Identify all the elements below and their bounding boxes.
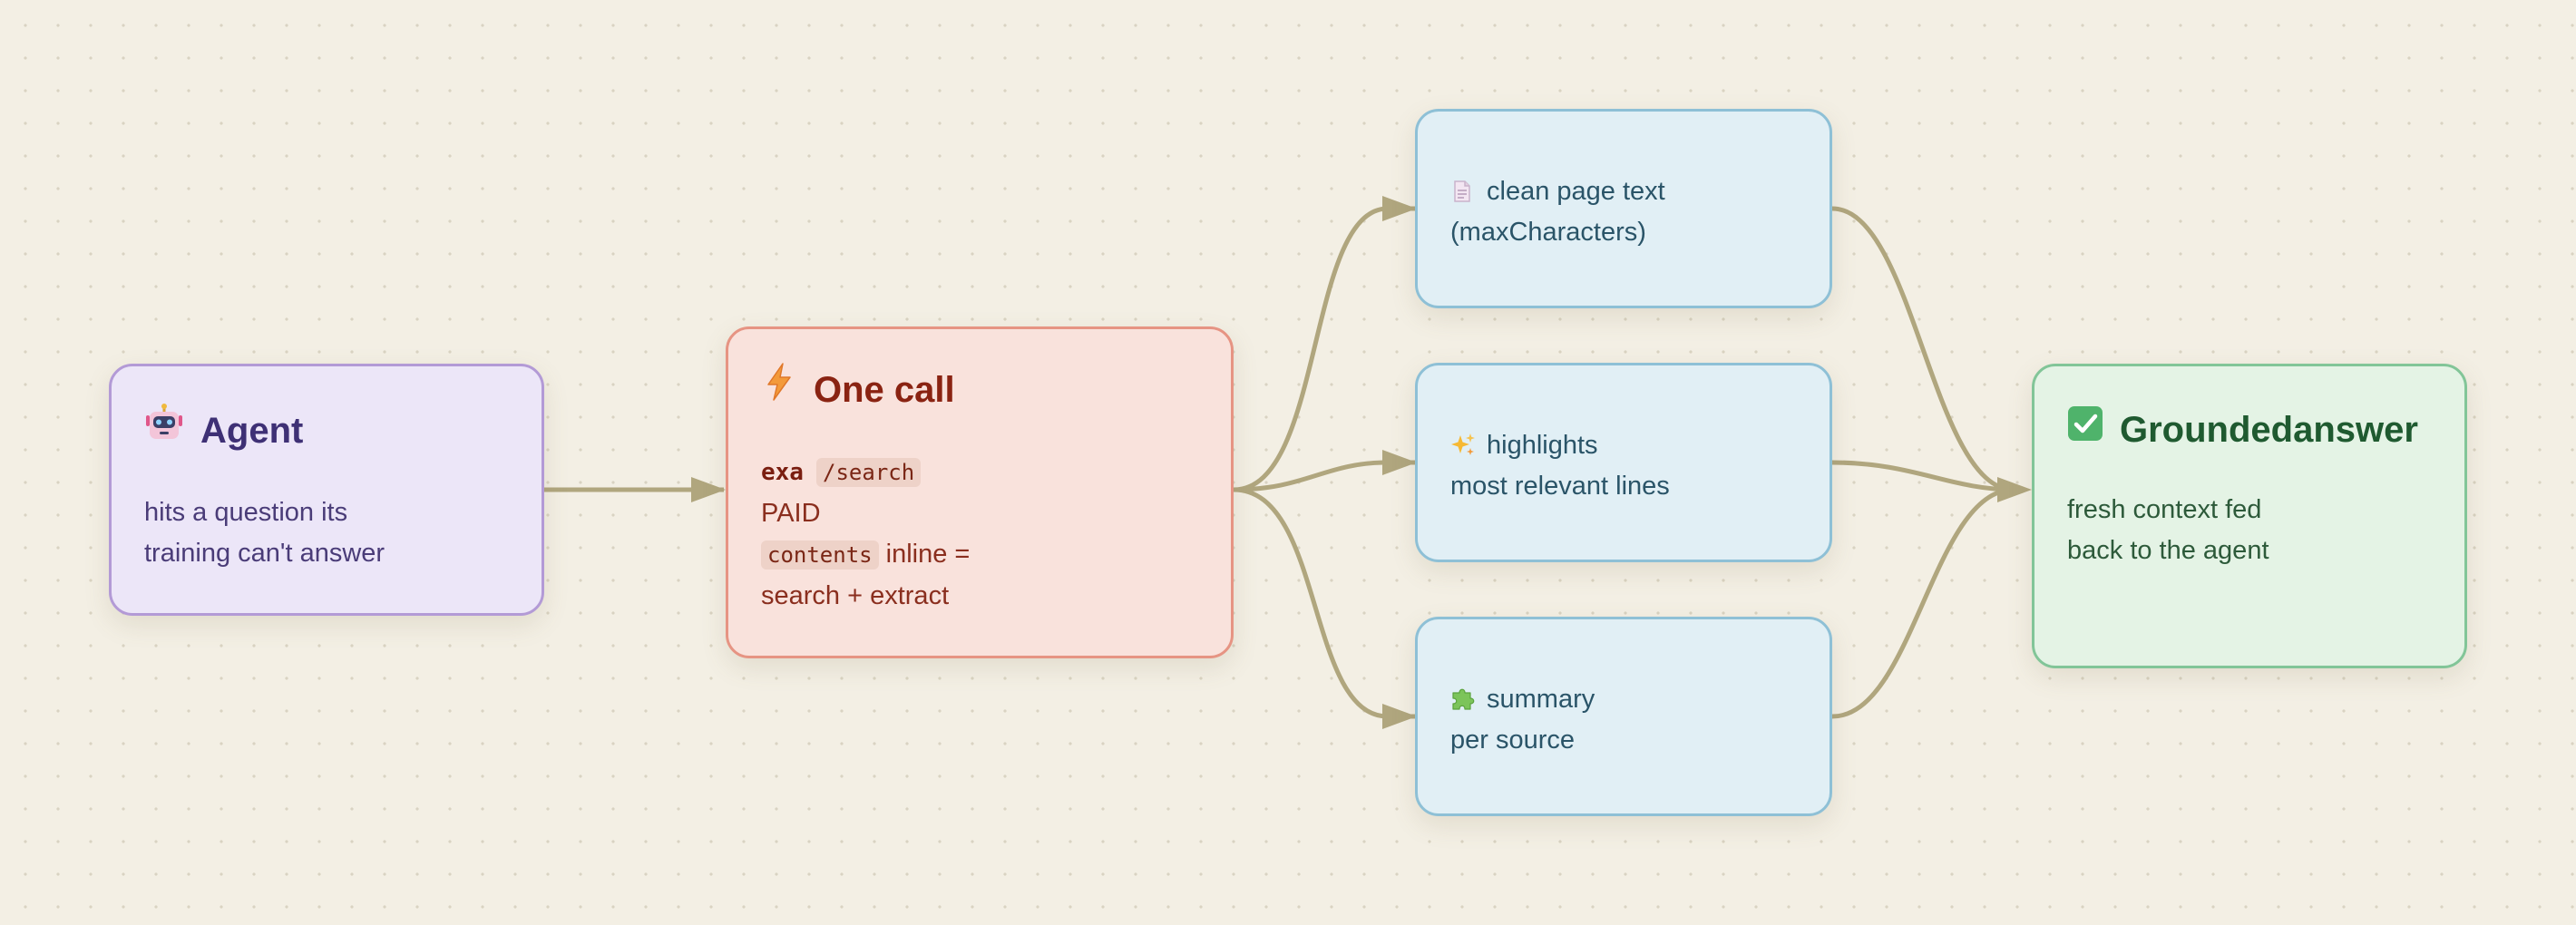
- exa-label: exa: [761, 459, 804, 486]
- endpoint-code: /search: [816, 458, 922, 487]
- grounded-answer-node[interactable]: Grounded answer fresh context fed back t…: [2032, 364, 2467, 668]
- summary-content: summary per source: [1450, 679, 1797, 761]
- highlights-content: highlights most relevant lines: [1450, 425, 1797, 507]
- clean-text-line2: (maxCharacters): [1450, 218, 1646, 247]
- robot-icon: [144, 403, 184, 458]
- lightning-icon: [761, 362, 797, 417]
- grounded-answer-description-line: back to the agent: [2067, 536, 2269, 565]
- arrow-agent-to-call: [691, 477, 726, 502]
- highlights-node[interactable]: highlights most relevant lines: [1415, 363, 1832, 562]
- arrow-call-to-highlights: [1382, 450, 1417, 475]
- check-mark-icon: [2067, 403, 2103, 457]
- one-call-title-row: One call: [761, 362, 1198, 417]
- one-call-description: exa /search PAID contents inline = searc…: [761, 452, 1198, 617]
- clean-text-content: clean page text (maxCharacters): [1450, 171, 1797, 253]
- highlights-line1: highlights: [1487, 431, 1598, 460]
- edge-call-to-clean: [1233, 206, 1415, 492]
- edge-call-to-summary: [1233, 487, 1415, 719]
- edge-highlights-to-answer: [1831, 460, 2015, 492]
- grounded-answer-description-line: fresh context fed: [2067, 495, 2262, 524]
- endpoint-line: exa /search: [761, 452, 1198, 493]
- inline-text: inline =: [885, 540, 971, 569]
- clean-text-line1: clean page text: [1487, 177, 1665, 206]
- arrow-call-to-clean: [1382, 196, 1417, 221]
- summary-node[interactable]: summary per source: [1415, 617, 1832, 816]
- one-call-node[interactable]: One call exa /search PAID contents inlin…: [726, 326, 1234, 658]
- agent-description-line: hits a question its: [144, 498, 348, 527]
- grounded-answer-description: fresh context fed back to the agent: [2067, 490, 2432, 571]
- grounded-answer-title-line1: Grounded: [2120, 410, 2294, 450]
- combo-text: search + extract: [761, 581, 950, 610]
- clean-text-node[interactable]: clean page text (maxCharacters): [1415, 109, 1832, 308]
- document-icon: [1450, 175, 1474, 202]
- arrow-call-to-summary: [1382, 704, 1417, 729]
- grounded-answer-title-row: Grounded answer: [2067, 403, 2432, 457]
- edge-summary-to-answer: [1831, 487, 2015, 719]
- puzzle-piece-icon: [1450, 683, 1475, 710]
- highlights-line1-row: highlights: [1450, 425, 1797, 466]
- agent-title-row: Agent: [144, 403, 509, 458]
- clean-text-line1-row: clean page text: [1450, 171, 1797, 212]
- paid-label: PAID: [761, 499, 821, 528]
- agent-node[interactable]: Agent hits a question its training can't…: [109, 364, 544, 616]
- contents-code: contents: [761, 540, 879, 570]
- arrow-merge-to-answer: [1997, 477, 2032, 502]
- grounded-answer-title-line2: answer: [2293, 410, 2418, 450]
- agent-description: hits a question its training can't answe…: [144, 492, 509, 574]
- summary-line1: summary: [1487, 685, 1595, 714]
- edge-call-to-highlights: [1233, 460, 1415, 492]
- agent-description-line: training can't answer: [144, 539, 385, 568]
- agent-title: Agent: [200, 410, 304, 451]
- sparkles-icon: [1450, 429, 1475, 455]
- summary-line1-row: summary: [1450, 679, 1797, 720]
- edge-clean-to-answer: [1831, 206, 2015, 492]
- highlights-line2: most relevant lines: [1450, 472, 1670, 501]
- grounded-answer-title-line1-row: Grounded: [2067, 403, 2293, 457]
- one-call-title: One call: [814, 369, 955, 410]
- summary-line2: per source: [1450, 725, 1576, 755]
- contents-line: contents inline =: [761, 534, 1198, 576]
